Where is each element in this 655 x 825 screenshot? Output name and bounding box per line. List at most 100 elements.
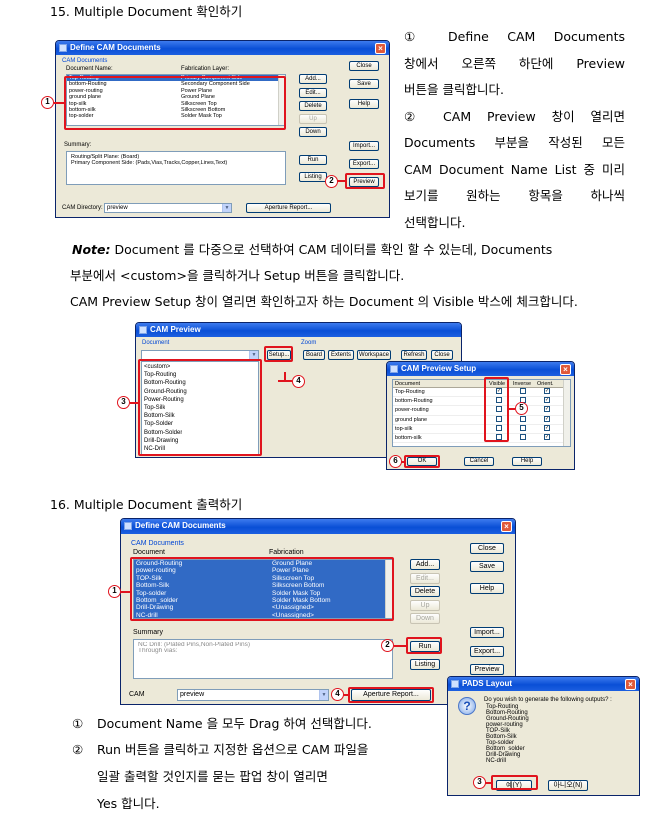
checkbox-cell[interactable]: ✓	[537, 424, 561, 433]
preview-button[interactable]: Preview	[470, 664, 504, 675]
list-item[interactable]: Bottom-Routing	[142, 379, 258, 387]
close-icon[interactable]: ×	[625, 678, 636, 690]
scrollbar[interactable]	[278, 75, 285, 125]
checkbox-cell[interactable]: ✓	[537, 397, 561, 405]
delete-button[interactable]: Delete	[410, 586, 440, 597]
chevron-down-icon[interactable]: ▼	[249, 351, 258, 359]
inverse-checkbox[interactable]	[520, 415, 526, 422]
orient-checkbox[interactable]: ✓	[544, 424, 550, 431]
preview-button[interactable]: Preview	[349, 177, 379, 187]
checkbox-cell[interactable]	[489, 397, 513, 405]
close-icon[interactable]: ×	[560, 363, 571, 375]
visible-checkbox[interactable]	[496, 424, 502, 431]
cancel-button[interactable]: Cancel	[464, 457, 494, 466]
save-button[interactable]: Save	[470, 561, 504, 572]
help-button[interactable]: Help	[512, 457, 542, 466]
table-row[interactable]: bottom-Routing✓	[393, 397, 570, 407]
import-button[interactable]: Import...	[470, 627, 504, 638]
zoom-board-button[interactable]: Board	[303, 350, 325, 360]
list-item[interactable]: Top-Routing	[142, 371, 258, 379]
up-button[interactable]: Up	[299, 114, 327, 124]
close-icon[interactable]: ×	[375, 42, 386, 54]
inverse-checkbox[interactable]	[520, 388, 526, 394]
table-row[interactable]: power-routing✓	[393, 406, 570, 416]
checkbox-cell[interactable]	[513, 424, 537, 433]
listing-button[interactable]: Listing	[299, 172, 327, 182]
checkbox-cell[interactable]: ✓	[489, 388, 513, 396]
visible-checkbox[interactable]	[496, 415, 502, 422]
visible-checkbox[interactable]	[496, 397, 502, 404]
table-row[interactable]: ground plane✓	[393, 415, 570, 425]
close-button[interactable]: Close	[470, 543, 504, 554]
orient-checkbox[interactable]: ✓	[544, 415, 550, 422]
edit-button[interactable]: Edit...	[299, 88, 327, 98]
list-item[interactable]: Bottom-Silk	[142, 412, 258, 420]
close-icon[interactable]: ×	[501, 520, 512, 532]
zoom-extents-button[interactable]: Extents	[328, 350, 354, 360]
list-item[interactable]: Top-Solder	[142, 420, 258, 428]
table-row[interactable]: Drill-Drawing<Unassigned>	[134, 604, 392, 612]
checkbox-cell[interactable]	[489, 424, 513, 433]
cam-directory-select[interactable]: preview▼	[177, 689, 329, 701]
scrollbar[interactable]	[563, 380, 570, 446]
list-item[interactable]: Drill-Drawing	[142, 437, 258, 445]
ok-button[interactable]: OK	[407, 457, 437, 466]
zoom-workspace-button[interactable]: Workspace	[357, 350, 391, 360]
export-button[interactable]: Export...	[349, 159, 379, 169]
checkbox-cell[interactable]: ✓	[537, 406, 561, 414]
checkbox-cell[interactable]	[489, 406, 513, 414]
setup-button[interactable]: Setup...	[267, 350, 291, 360]
chevron-down-icon[interactable]: ▼	[319, 690, 328, 700]
orient-checkbox[interactable]: ✓	[544, 397, 550, 404]
refresh-button[interactable]: Refresh	[401, 350, 427, 360]
save-button[interactable]: Save	[349, 79, 379, 89]
down-button[interactable]: Down	[299, 127, 327, 137]
close-button[interactable]: Close	[349, 61, 379, 71]
listing-button[interactable]: Listing	[410, 659, 440, 670]
close-button[interactable]: Close	[431, 350, 453, 360]
visible-checkbox[interactable]: ✓	[496, 388, 502, 394]
down-button[interactable]: Down	[410, 613, 440, 624]
import-button[interactable]: Import...	[349, 141, 379, 151]
orient-checkbox[interactable]: ✓	[544, 388, 550, 394]
checkbox-cell[interactable]	[513, 433, 537, 442]
checkbox-cell[interactable]	[513, 388, 537, 396]
table-row[interactable]: top-silk✓	[393, 424, 570, 434]
cam-directory-select[interactable]: preview▼	[104, 203, 232, 213]
table-row[interactable]: bottom-silk✓	[393, 433, 570, 444]
table-row[interactable]: Top-Routing✓✓	[393, 388, 570, 398]
checkbox-cell[interactable]: ✓	[537, 433, 561, 442]
list-item[interactable]: Power-Routing	[142, 396, 258, 404]
list-item[interactable]: Ground-Routing	[142, 388, 258, 396]
run-button[interactable]: Run	[410, 641, 440, 652]
aperture-report-button[interactable]: Aperture Report...	[246, 203, 331, 213]
checkbox-cell[interactable]: ✓	[537, 388, 561, 396]
checkbox-cell[interactable]	[513, 415, 537, 424]
inverse-checkbox[interactable]	[520, 424, 526, 431]
help-button[interactable]: Help	[470, 583, 504, 594]
run-button[interactable]: Run	[299, 155, 327, 165]
table-row[interactable]: NC-drill<Unassigned>	[134, 611, 392, 618]
checkbox-cell[interactable]: ✓	[537, 415, 561, 424]
visible-checkbox[interactable]	[496, 406, 502, 413]
checkbox-cell[interactable]	[489, 415, 513, 424]
checkbox-cell[interactable]	[489, 433, 513, 442]
inverse-checkbox[interactable]	[520, 433, 526, 440]
orient-checkbox[interactable]: ✓	[544, 433, 550, 440]
export-button[interactable]: Export...	[470, 646, 504, 657]
